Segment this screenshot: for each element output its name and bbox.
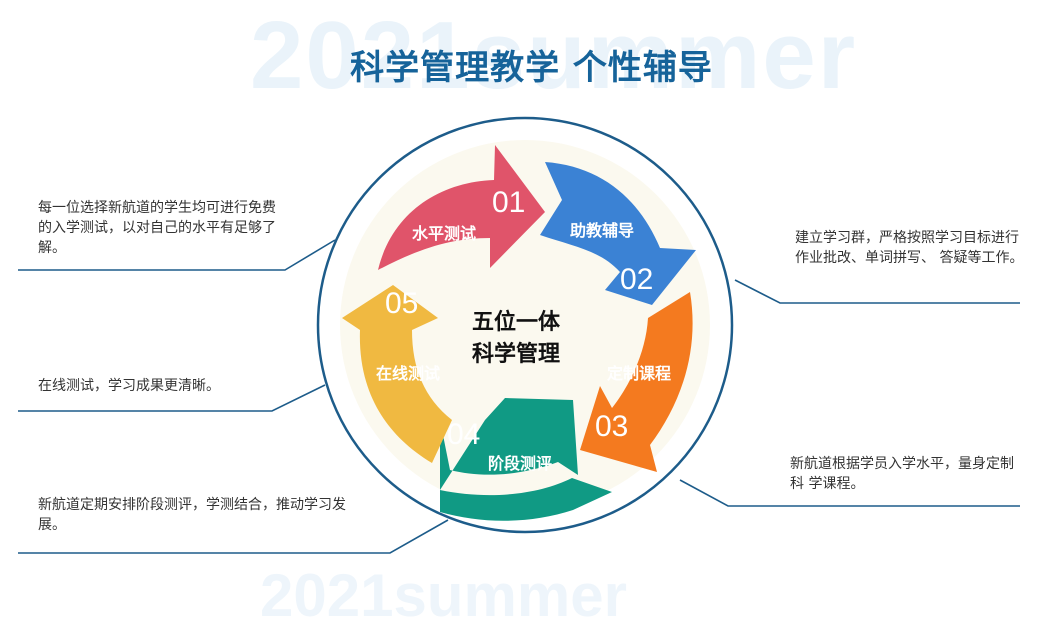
note-01: 每一位选择新航道的学生均可进行免费的入学测试，以对自己的水平有足够了解。 — [38, 200, 276, 256]
step-num-02: 02 — [620, 263, 654, 296]
step-num-04: 04 — [447, 418, 481, 451]
step-label-02: 助教辅导 — [570, 221, 635, 240]
step-num-05: 05 — [385, 287, 419, 320]
step-num-01: 01 — [492, 186, 526, 219]
arrow-shape-04 — [440, 398, 612, 521]
step-label-01: 水平测试 — [412, 224, 477, 243]
note-02: 建立学习群，严格按照学习目标进行作业批改、单词拼写、 答疑等工作。 — [795, 230, 1024, 266]
watermark-text: 2021summer — [250, 2, 858, 109]
arrow-shape-01 — [378, 145, 545, 270]
arrow-shape-03 — [580, 292, 693, 472]
arrow-shape-05 — [342, 285, 452, 463]
connector-line-5 — [18, 384, 326, 412]
arrow-shape-02 — [540, 162, 696, 305]
center-title-line2: 科学管理 — [472, 342, 561, 367]
note-05: 在线测试，学习成果更清晰。 — [38, 378, 220, 394]
center-title-line1: 五位一体 — [472, 310, 561, 335]
connector-line-2 — [734, 279, 1020, 304]
note-03: 新航道根据学员入学水平，量身定制科 学课程。 — [790, 456, 1014, 492]
connector-line-3 — [679, 479, 1020, 507]
step-label-04: 阶段测评 — [488, 454, 553, 473]
step-num-03: 03 — [595, 410, 629, 443]
note-04: 新航道定期安排阶段测评，学测结合，推动学习发展。 — [38, 497, 346, 533]
connector-line-1 — [18, 239, 336, 271]
page-title: 科学管理教学 个性辅导 — [350, 48, 713, 88]
step-label-05: 在线测试 — [376, 364, 441, 383]
step-label-03: 定制课程 — [607, 364, 672, 383]
cycle-diagram — [18, 116, 1020, 554]
connector-line-4 — [18, 519, 449, 554]
